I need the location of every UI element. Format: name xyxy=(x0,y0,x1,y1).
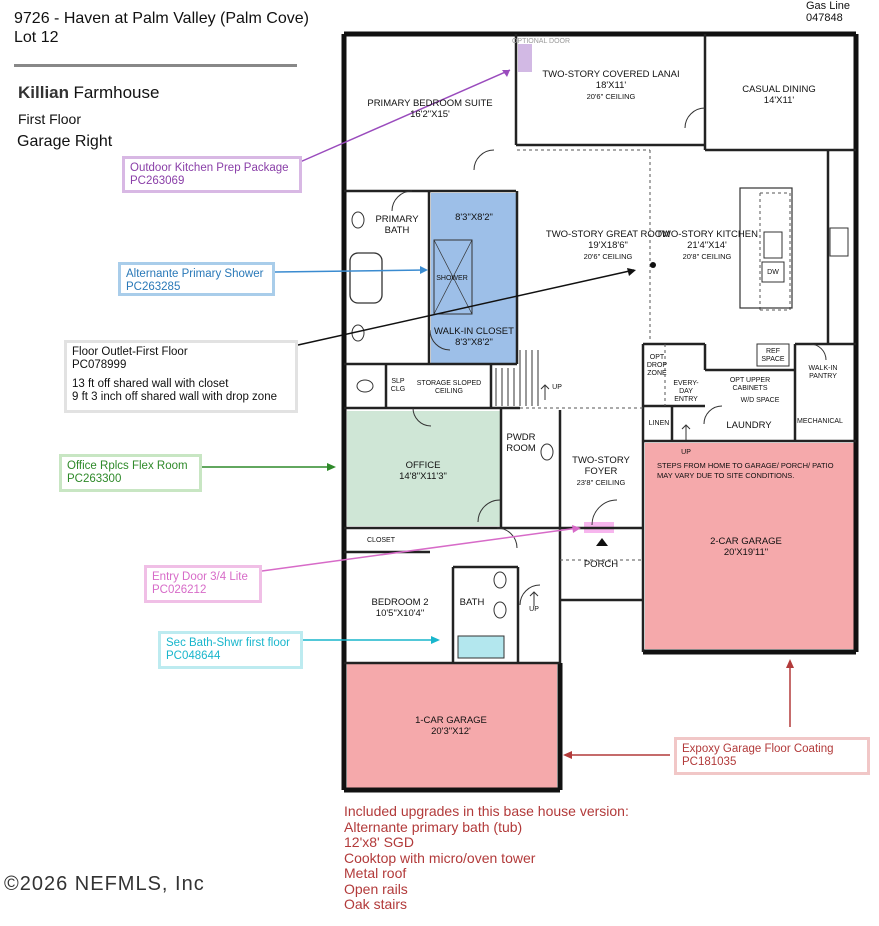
room-walkin-closet: Walk-In Closet 8'3"X8'2" xyxy=(434,326,514,348)
callout-epoxy-garage: Expoxy Garage Floor Coating PC181035 xyxy=(674,737,870,775)
upgrade-item: Alternante primary bath (tub) xyxy=(344,818,523,835)
floor-outlet-pointer xyxy=(297,269,635,346)
outdoor-kitchen-pointer xyxy=(299,69,511,163)
upgrade-item: 12'x8' SGD xyxy=(344,834,414,850)
stairs-up-label: UP xyxy=(552,384,562,391)
room-powder: PWDR ROOM xyxy=(506,432,536,454)
room-foyer: Two-Story Foyer 23'8" CEILING xyxy=(572,455,630,487)
bath-toilet xyxy=(493,601,507,619)
cooktop xyxy=(829,227,849,257)
model-style: Farmhouse xyxy=(73,83,160,102)
room-primary-bedroom: Primary Bedroom Suite 16'2"X15' xyxy=(367,98,493,120)
ref-space-outline xyxy=(756,343,790,367)
optional-door-marker xyxy=(518,44,532,72)
porch-steps-up-label: UP xyxy=(529,606,539,613)
door-swings xyxy=(391,107,827,606)
upgrades-heading: Included upgrades in this base house ver… xyxy=(344,803,629,819)
primary-toilet xyxy=(356,379,374,393)
garage-steps-up-label: UP xyxy=(681,449,691,456)
garage-orientation: Garage Right xyxy=(17,133,113,150)
model-name: Killian xyxy=(18,83,70,102)
optional-door-label: OPTIONAL DOOR xyxy=(511,38,571,45)
bath-sink xyxy=(493,571,507,589)
porch-arrow xyxy=(596,538,608,546)
callout-office-flex: Office Rplcs Flex Room PC263300 xyxy=(59,454,202,492)
callout-sec-bath: Sec Bath-Shwr first floor PC048644 xyxy=(158,631,303,669)
kitchen-sink xyxy=(763,231,783,259)
everyday-entry-label: EVERY-DAY ENTRY xyxy=(673,380,699,403)
kitchen-island xyxy=(739,187,793,309)
primary-shower-fill xyxy=(431,193,517,364)
ref-space-label: REF SPACE xyxy=(761,348,785,363)
interior-walls xyxy=(344,34,856,665)
sec-bath-tub xyxy=(457,635,505,659)
room-laundry: LAUNDRY xyxy=(726,420,772,431)
room-great-room: Two-Story Great Room 19'X18'6" 20'6" CEI… xyxy=(545,229,671,261)
included-upgrades: Included upgrades in this base house ver… xyxy=(344,803,629,913)
room-porch: PORCH xyxy=(583,559,619,570)
callout-floor-outlet: Floor Outlet-First Floor PC078999 13 ft … xyxy=(64,340,298,413)
room-primary-bath: PRIMARY BATH xyxy=(375,214,419,236)
room-bath: BATH xyxy=(459,597,485,608)
upgrade-item: Metal roof xyxy=(344,865,407,881)
floor-label: First Floor xyxy=(18,111,81,127)
copyright-notice: ©2026 NEFMLS, Inc xyxy=(4,873,205,895)
room-office: Office 14'8"X11'3" xyxy=(399,460,447,482)
dw-label: DW xyxy=(767,269,779,276)
wd-space-label: W/D SPACE xyxy=(740,397,780,404)
linen-label: LINEN xyxy=(648,420,670,427)
powder-toilet xyxy=(540,443,554,461)
storage-label: STORAGE SLOPED CEILING xyxy=(416,380,482,395)
gas-line-code: 047848 xyxy=(806,12,843,24)
opt-upper-cabinets-label: OPT UPPER CABINETS xyxy=(729,377,771,392)
callout-entry-door: Entry Door 3/4 Lite PC026212 xyxy=(144,565,262,603)
callout-outdoor-kitchen: Outdoor Kitchen Prep Package PC263069 xyxy=(122,156,302,193)
header-divider xyxy=(14,64,297,67)
slp-clg-label: SLP CLG xyxy=(390,378,406,393)
upgrade-item: Cooktop with micro/oven tower xyxy=(344,849,536,866)
room-casual-dining: Casual Dining 14'X11' xyxy=(742,84,816,106)
callout-primary-shower: Alternante Primary Shower PC263285 xyxy=(118,262,275,296)
walkin-pantry-label: WALK-IN PANTRY xyxy=(808,365,838,380)
shower-label: SHOWER xyxy=(436,275,468,282)
room-covered-lanai: Two-Story Covered Lanai 18'X11' 20'6" CE… xyxy=(542,69,680,101)
lot-number: Lot 12 xyxy=(14,29,59,46)
dashed-lines xyxy=(517,149,791,561)
upgrade-item: Oak stairs xyxy=(344,896,408,912)
dishwasher-outline xyxy=(761,261,785,283)
primary-shower-pointer xyxy=(274,269,427,273)
mechanical-label: MECHANICAL xyxy=(797,418,843,425)
room-shower-dims: 8'3"X8'2" xyxy=(455,212,493,223)
room-kitchen: Two-Story Kitchen 21'4"X14' 20'8" CEILIN… xyxy=(656,229,758,261)
stairs xyxy=(495,350,539,406)
upgrade-item: Open rails xyxy=(344,880,408,897)
entry-door-pointer xyxy=(261,527,579,572)
room-garage-2car: 2-Car Garage 20'X19'11" xyxy=(710,536,782,558)
floor-outlet-dot xyxy=(650,262,656,268)
primary-tub xyxy=(349,252,383,304)
opt-drop-zone-label: OPT DROP ZONE xyxy=(646,354,668,377)
garage1-fill xyxy=(347,663,557,788)
office-fill xyxy=(347,411,501,526)
closet-label: CLOSET xyxy=(366,537,396,544)
model-title: Killian Farmhouse xyxy=(18,83,159,103)
garage-steps-note: STEPS FROM HOME TO GARAGE/ PORCH/ PATIO … xyxy=(657,461,834,480)
plan-title: 9726 - Haven at Palm Valley (Palm Cove) xyxy=(14,10,309,27)
garage2-fill xyxy=(645,443,854,649)
room-garage-1car: 1-Car Garage 20'3"X12' xyxy=(415,715,487,737)
primary-sink-1 xyxy=(351,211,365,229)
room-bedroom2: Bedroom 2 10'5"X10'4" xyxy=(371,597,429,619)
shower-pan xyxy=(433,239,473,315)
gas-line-label: Gas Line xyxy=(806,0,851,12)
